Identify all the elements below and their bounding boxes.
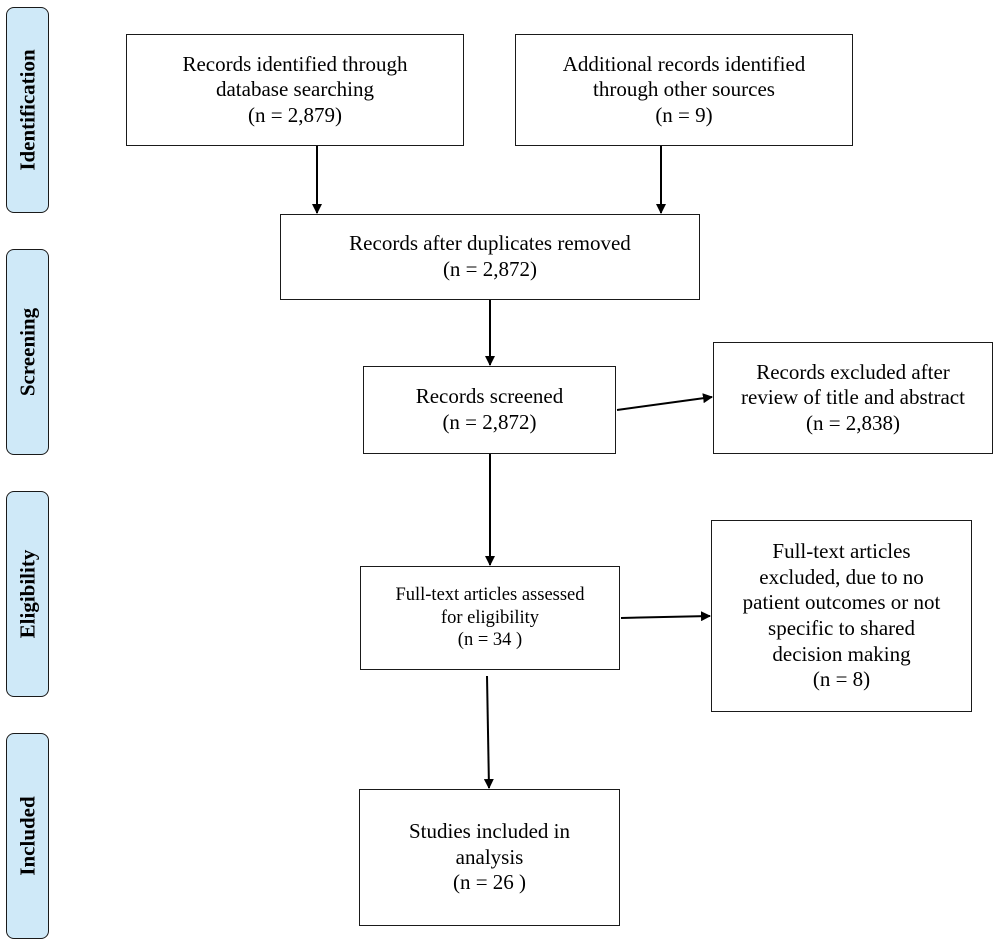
arrow-fulltext-to-excluded [620,611,711,622]
box-records-screened-text: Records screened (n = 2,872) [415,384,564,434]
box-included-studies-text: Studies included in analysis (n = 26 ) [409,819,570,895]
stage-included: Included [6,733,49,939]
box-after-duplicates-text: Records after duplicates removed (n = 2,… [349,231,631,281]
box-included-studies: Studies included in analysis (n = 26 ) [359,789,620,926]
box-other-sources: Additional records identified through ot… [515,34,853,146]
box-other-sources-text: Additional records identified through ot… [562,51,806,127]
arrow-fulltext-to-included [483,675,494,789]
box-fulltext-excluded-text: Full-text articles excluded, due to no p… [742,539,941,692]
box-fulltext-assessed-text: Full-text articles assessed for eligibil… [395,585,585,651]
box-fulltext-assessed: Full-text articles assessed for eligibil… [360,566,620,670]
box-excluded-title-abstract: Records excluded after review of title a… [713,342,993,454]
box-database-search-text: Records identified through database sear… [182,51,408,127]
box-database-search: Records identified through database sear… [126,34,464,146]
stage-screening: Screening [6,249,49,455]
stage-identification: Identification [6,7,49,213]
box-excluded-title-abstract-text: Records excluded after review of title a… [741,359,965,435]
box-records-screened: Records screened (n = 2,872) [363,366,616,454]
stage-eligibility: Eligibility [6,491,49,697]
box-fulltext-excluded: Full-text articles excluded, due to no p… [711,520,972,712]
arrow-screened-to-excluded [616,393,713,411]
box-after-duplicates: Records after duplicates removed (n = 2,… [280,214,700,300]
